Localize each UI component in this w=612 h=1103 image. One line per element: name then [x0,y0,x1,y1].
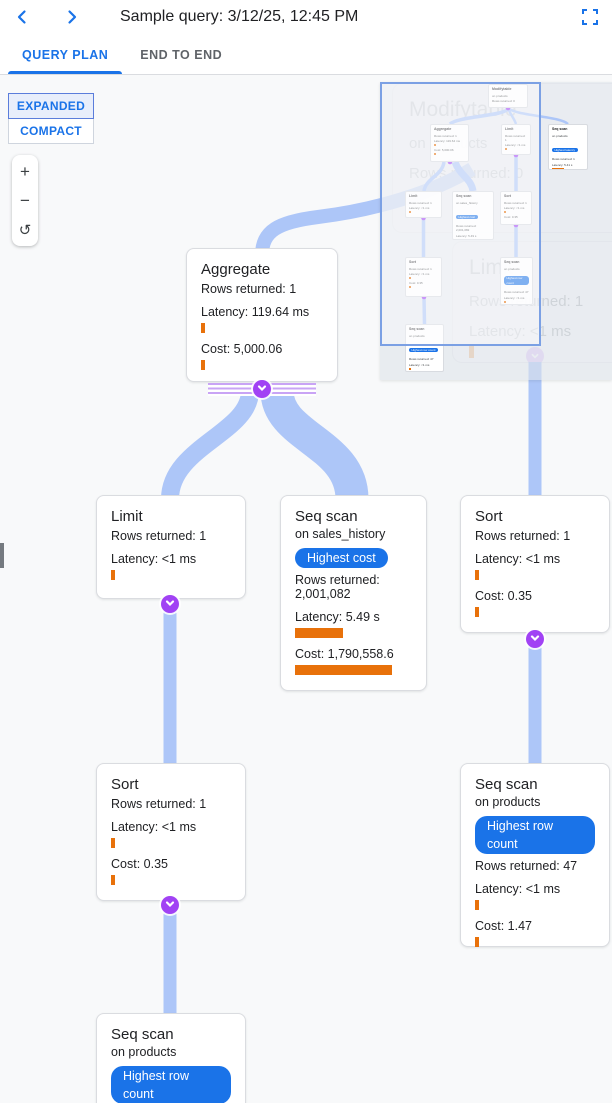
node-cost: Cost: 1.47 [475,919,532,933]
node-title: Sort [475,508,503,525]
node-rows: Rows returned: 2,001,082 [295,573,380,601]
node-cost: Cost: 0.35 [111,857,168,871]
view-mode-toggle: EXPANDED COMPACT [8,93,94,144]
collapse-limit-button[interactable] [161,595,179,613]
zoom-out-button[interactable]: − [12,186,38,215]
cost-bar [475,937,479,947]
highest-row-count-badge: Highest row count [475,816,595,854]
plan-node-seq-scan-sales-history[interactable]: Seq scan on sales_history Highest cost R… [280,495,427,691]
plan-node-limit[interactable]: Limit Rows returned: 1 Latency: <1 ms [96,495,246,599]
minimap-viewport[interactable] [380,82,541,346]
tab-end-to-end[interactable]: END TO END [124,36,238,74]
minimap-node-modifytable[interactable]: Modifytable on products Rows returned: 0 [488,84,528,108]
highest-cost-badge: Highest cost [295,548,388,568]
node-title: Sort [111,776,139,793]
minimap-node-sort-mid[interactable]: Sort Rows returned: 1 Latency: <1 ms Cos… [500,191,532,225]
tab-query-plan[interactable]: QUERY PLAN [6,36,124,74]
collapse-sort-left-button[interactable] [161,896,179,914]
node-rows: Rows returned: 1 [201,282,297,296]
highest-latency-badge: Highest latency [552,147,578,152]
zoom-in-button[interactable]: + [12,157,38,186]
chevron-down-icon [163,897,177,914]
expanded-button[interactable]: EXPANDED [8,93,94,119]
node-rows: Rows returned: 47 [475,859,578,873]
node-latency: Latency: <1 ms [111,820,197,834]
collapse-sort-right-button[interactable] [526,630,544,648]
back-button[interactable] [8,4,36,32]
vertical-scrollbar-thumb[interactable] [0,543,4,568]
reset-zoom-icon: ↺ [18,221,32,239]
highest-row-count-badge: Highest row count [504,276,529,285]
plan-canvas[interactable]: Modifytable on products Rows returned: 0… [0,75,612,1103]
latency-bar [111,570,115,580]
tab-label: END TO END [140,48,223,62]
latency-bar [111,838,115,848]
minimap[interactable]: Modifytable on products Rows returned: 0… [380,82,612,380]
node-rows: Rows returned: 1 [111,529,207,543]
chevron-down-icon [255,381,269,398]
latency-bar [475,570,479,580]
node-rows: Rows returned: 1 [111,797,207,811]
reset-zoom-button[interactable]: ↺ [12,215,38,244]
plan-node-aggregate[interactable]: Aggregate Rows returned: 1 Latency: 119.… [186,248,338,382]
zoom-controls: + − ↺ [12,155,38,246]
cost-bar [295,665,392,675]
latency-bar [201,323,205,333]
fullscreen-icon [582,8,598,28]
node-cost: Cost: 5,000.06 [201,342,283,356]
compact-button[interactable]: COMPACT [8,118,94,144]
node-title: Seq scan [111,1026,174,1043]
plan-node-sort-right[interactable]: Sort Rows returned: 1 Latency: <1 ms Cos… [460,495,610,633]
node-latency: Latency: <1 ms [111,552,197,566]
node-title: Aggregate [201,261,271,278]
node-table: on sales_history [295,527,386,541]
node-cost: Cost: 0.35 [475,589,532,603]
minimap-node-limit-top[interactable]: Limit Rows returned: 1 Latency: <1 ms [501,124,531,155]
node-table: on products [111,1045,177,1059]
forward-button[interactable] [58,4,86,32]
node-title: Limit [111,508,143,525]
collapse-aggregate-button[interactable] [253,380,271,398]
cost-bar [475,607,479,617]
chevron-down-icon [163,596,177,613]
minus-icon: − [20,190,30,210]
node-title: Seq scan [475,776,538,793]
plan-node-seq-scan-products-right[interactable]: Seq scan on products Highest row count R… [460,763,610,947]
header: Sample query: 3/12/25, 12:45 PM [0,0,612,36]
node-latency: Latency: 5.49 s [295,610,380,624]
node-table: on products [475,795,541,809]
highest-row-count-badge: Highest row count [409,347,439,352]
chevron-right-icon [63,8,81,29]
tab-bar: QUERY PLAN END TO END [0,36,612,75]
latency-bar [295,628,343,638]
node-latency: Latency: 119.64 ms [201,305,310,319]
minimap-node-seq-scan-latency[interactable]: Seq scan on products Highest latency Row… [548,124,588,170]
chevron-down-icon [528,631,542,648]
cost-bar [111,875,115,885]
plan-node-seq-scan-products-bottom[interactable]: Seq scan on products Highest row count R… [96,1013,246,1103]
node-cost: Cost: 1,790,558.6 [295,647,394,661]
fullscreen-button[interactable] [576,4,604,32]
minimap-node-seq-products-mid[interactable]: Seq scan on products Highest row count R… [500,257,533,305]
minimap-node-aggregate[interactable]: Aggregate Rows returned: 1 Latency: 119.… [430,124,469,162]
minimap-node-sort-left[interactable]: Sort Rows returned: 1 Latency: <1 ms Cos… [405,257,442,297]
plan-node-sort-left[interactable]: Sort Rows returned: 1 Latency: <1 ms Cos… [96,763,246,901]
node-latency: Latency: <1 ms [475,552,561,566]
node-latency: Latency: <1 ms [475,882,561,896]
plus-icon: + [20,161,30,181]
tab-label: QUERY PLAN [22,48,109,62]
highest-row-count-badge: Highest row count [111,1066,231,1103]
chevron-left-icon [13,8,31,29]
latency-bar [475,900,479,910]
node-title: Seq scan [295,508,358,525]
minimap-node-seq-products-bottom[interactable]: Seq scan on products Highest row count R… [405,324,444,372]
node-rows: Rows returned: 1 [475,529,571,543]
cost-bar [201,360,205,370]
page-title: Sample query: 3/12/25, 12:45 PM [120,8,359,25]
